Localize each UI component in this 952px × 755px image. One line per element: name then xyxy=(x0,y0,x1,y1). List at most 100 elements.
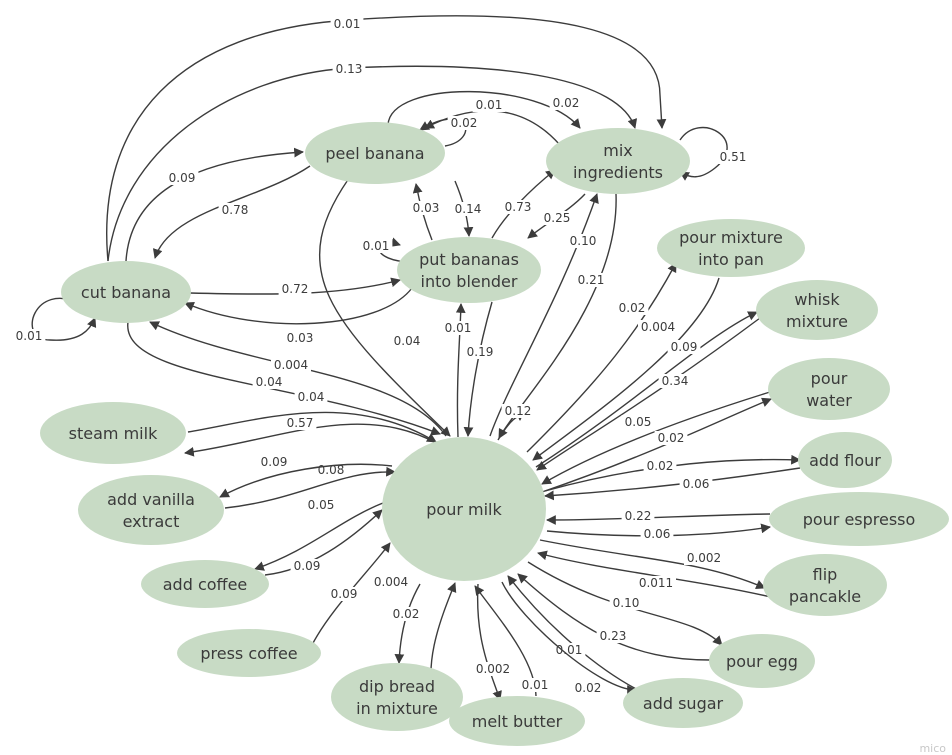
edge-line xyxy=(536,317,761,471)
edge-add_sugar-to-pour_milk: 0.01 xyxy=(507,575,639,691)
edge-label-background xyxy=(257,455,291,469)
node-pour-espresso[interactable]: pour espresso xyxy=(769,492,949,546)
edge-label-background xyxy=(330,17,364,31)
edge-label-background xyxy=(409,201,443,215)
edge-pour_milk-to-add_coffee: 0.05 xyxy=(254,498,384,571)
edge-put_bananas-to-put_bananas: 0.01 xyxy=(359,237,413,263)
node-shape[interactable] xyxy=(623,678,743,728)
edge-pour_milk-to-steam_milk: 0.57 xyxy=(184,416,441,457)
edge-label-background xyxy=(640,527,674,541)
edge-label: 0.02 xyxy=(393,607,420,621)
node-press-coffee[interactable]: press coffee xyxy=(177,629,321,677)
edge-line xyxy=(544,467,801,501)
edge-cut_banana-to-pour_milk: 0.04 xyxy=(127,321,441,436)
node-label: add coffee xyxy=(163,575,248,594)
node-shape[interactable] xyxy=(305,122,445,184)
edge-peel_banana-to-pour_milk: 0.04 xyxy=(319,169,451,437)
edge-whisk-to-pour_milk: 0.34 xyxy=(536,317,761,471)
edge-label-background xyxy=(621,509,655,523)
node-label: into pan xyxy=(698,250,764,269)
node-melt-butter[interactable]: melt butter xyxy=(449,696,585,746)
edge-mix-to-mix: 0.51 xyxy=(679,127,750,181)
watermark-text: mico xyxy=(919,742,946,755)
edges-layer: 0.010.130.090.780.720.030.010.0040.040.0… xyxy=(12,15,801,711)
edge-label-background xyxy=(165,171,199,185)
edge-label: 0.23 xyxy=(600,629,627,643)
node-shape[interactable] xyxy=(798,432,892,488)
edge-label-background xyxy=(636,576,676,590)
edge-label-background xyxy=(290,559,324,573)
node-cut-banana[interactable]: cut banana xyxy=(61,261,191,323)
edge-label: 0.12 xyxy=(505,404,532,418)
node-shape[interactable] xyxy=(709,634,815,688)
node-peel-banana[interactable]: peel banana xyxy=(305,122,445,184)
edge-label-background xyxy=(501,404,535,418)
edge-label: 0.01 xyxy=(334,17,361,31)
node-pour-milk[interactable]: pour milk xyxy=(382,437,546,581)
edge-put_bananas-to-pour_milk: 0.19 xyxy=(463,301,497,437)
edge-label-background xyxy=(473,662,513,676)
edge-label: 0.02 xyxy=(575,681,602,695)
edge-pour_milk-to-pour_mix_pan: 0.02 xyxy=(526,262,677,453)
node-shape[interactable] xyxy=(756,280,878,340)
node-shape[interactable] xyxy=(382,437,546,581)
edge-label: 0.10 xyxy=(570,234,597,248)
node-shape[interactable] xyxy=(769,492,949,546)
node-shape[interactable] xyxy=(397,237,541,303)
node-label: into blender xyxy=(421,272,518,291)
edge-label: 0.01 xyxy=(522,678,549,692)
edge-label: 0.78 xyxy=(222,203,249,217)
node-pour-egg[interactable]: pour egg xyxy=(709,634,815,688)
edge-label: 0.73 xyxy=(505,200,532,214)
edge-label-background xyxy=(596,629,630,643)
edge-line xyxy=(517,573,711,661)
node-shape[interactable] xyxy=(768,358,890,420)
edge-pour_milk-to-add_vanilla: 0.09 xyxy=(219,455,393,498)
edge-line xyxy=(526,262,677,453)
node-steam-milk[interactable]: steam milk xyxy=(40,402,186,464)
edge-line xyxy=(424,110,561,146)
edge-label: 0.004 xyxy=(274,358,308,372)
edge-line xyxy=(501,581,637,695)
node-label: ingredients xyxy=(573,163,663,182)
node-shape[interactable] xyxy=(177,629,321,677)
edge-line xyxy=(254,502,384,571)
edge-label-background xyxy=(332,62,366,76)
node-add-coffee[interactable]: add coffee xyxy=(141,560,269,608)
node-add-flour[interactable]: add flour xyxy=(798,432,892,488)
node-shape[interactable] xyxy=(657,219,805,277)
edge-add_flour-to-pour_milk: 0.06 xyxy=(544,467,801,501)
edge-label: 0.13 xyxy=(336,62,363,76)
edge-line xyxy=(541,391,771,485)
edge-label-background xyxy=(278,282,312,296)
node-shape[interactable] xyxy=(78,475,224,545)
node-shape[interactable] xyxy=(331,663,463,731)
node-shape[interactable] xyxy=(141,560,269,608)
edge-pour_milk-to-dip_bread: 0.02 xyxy=(389,583,423,664)
node-shape[interactable] xyxy=(449,696,585,746)
node-shape[interactable] xyxy=(763,554,887,616)
edge-label: 0.02 xyxy=(451,116,478,130)
node-shape[interactable] xyxy=(61,261,191,323)
edge-line xyxy=(219,463,393,498)
node-add-sugar[interactable]: add sugar xyxy=(623,678,743,728)
node-shape[interactable] xyxy=(546,128,690,194)
edge-label: 0.09 xyxy=(294,559,321,573)
node-label: press coffee xyxy=(200,644,297,663)
edge-line xyxy=(455,303,466,438)
edge-label-background xyxy=(359,239,393,253)
edge-label: 0.002 xyxy=(687,551,721,565)
node-shape[interactable] xyxy=(40,402,186,464)
edge-peel_banana-to-mix: 0.02 xyxy=(387,90,583,129)
edge-label: 0.004 xyxy=(374,575,408,589)
edge-label: 0.011 xyxy=(639,576,673,590)
edge-label-background xyxy=(658,374,692,388)
